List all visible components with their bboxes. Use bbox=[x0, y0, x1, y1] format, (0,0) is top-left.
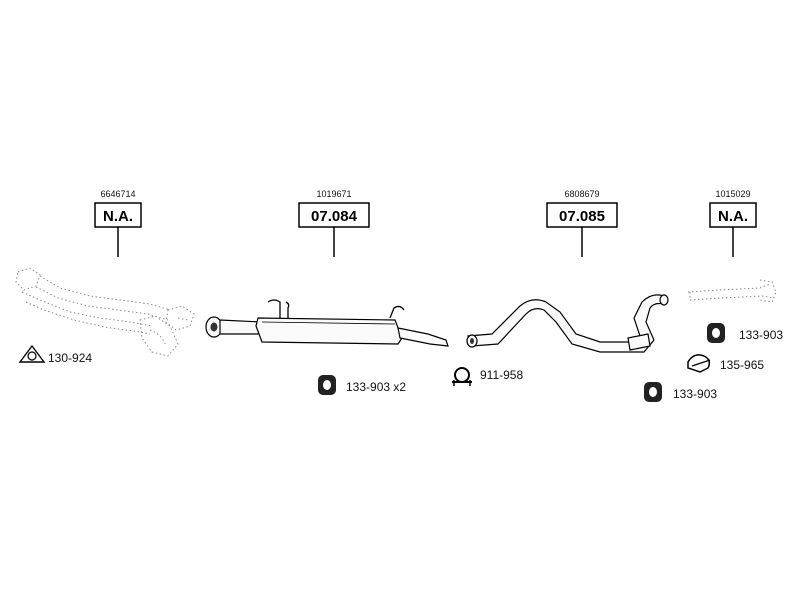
accessory-code: 133-903 bbox=[739, 328, 783, 342]
part-label: 07.084 bbox=[311, 208, 358, 225]
accessory-code: 133-903 x2 bbox=[346, 380, 406, 394]
part-callout-front-pipe[interactable]: 6646714 N.A. bbox=[94, 189, 142, 257]
part-callout-middle-silencer[interactable]: 1019671 07.084 bbox=[298, 189, 370, 257]
accessory-clamp[interactable]: 911-958 bbox=[452, 367, 523, 386]
part-callout-rear-pipe[interactable]: 6808679 07.085 bbox=[546, 189, 618, 257]
part-ref-number: 1019671 bbox=[316, 189, 351, 199]
accessory-code: 135-965 bbox=[720, 358, 764, 372]
accessory-clip[interactable]: 135-965 bbox=[687, 354, 764, 373]
u-clamp-icon bbox=[452, 367, 472, 386]
accessory-code: 133-903 bbox=[673, 387, 717, 401]
part-label: N.A. bbox=[103, 208, 133, 225]
part-label-box bbox=[546, 202, 618, 228]
part-callout-tailpipe[interactable]: 1015029 N.A. bbox=[709, 189, 757, 257]
middle-silencer-drawing[interactable] bbox=[205, 299, 449, 347]
rubber-hanger-icon bbox=[318, 375, 336, 395]
part-ref-number: 1015029 bbox=[715, 189, 750, 199]
spring-clip-icon bbox=[687, 354, 711, 373]
tailpipe-ghost-drawing bbox=[687, 279, 777, 303]
gasket-icon bbox=[18, 344, 46, 363]
accessory-hanger-pair[interactable]: 133-903 x2 bbox=[318, 375, 406, 395]
accessory-gasket[interactable]: 130-924 bbox=[18, 344, 92, 365]
front-pipe-ghost-drawing bbox=[15, 267, 195, 357]
rubber-hanger-icon bbox=[644, 382, 662, 402]
accessory-code: 911-958 bbox=[480, 368, 523, 382]
rear-pipe-drawing[interactable] bbox=[466, 294, 669, 353]
part-label: 07.085 bbox=[559, 208, 605, 225]
part-ref-number: 6646714 bbox=[100, 189, 135, 199]
accessory-code: 130-924 bbox=[48, 351, 92, 365]
part-ref-number: 6808679 bbox=[564, 189, 599, 199]
part-label: N.A. bbox=[718, 208, 748, 225]
rubber-hanger-icon bbox=[707, 323, 725, 343]
part-label-box bbox=[298, 202, 370, 228]
accessory-hanger-a[interactable]: 133-903 bbox=[707, 323, 783, 343]
accessory-hanger-b[interactable]: 133-903 bbox=[644, 382, 717, 402]
